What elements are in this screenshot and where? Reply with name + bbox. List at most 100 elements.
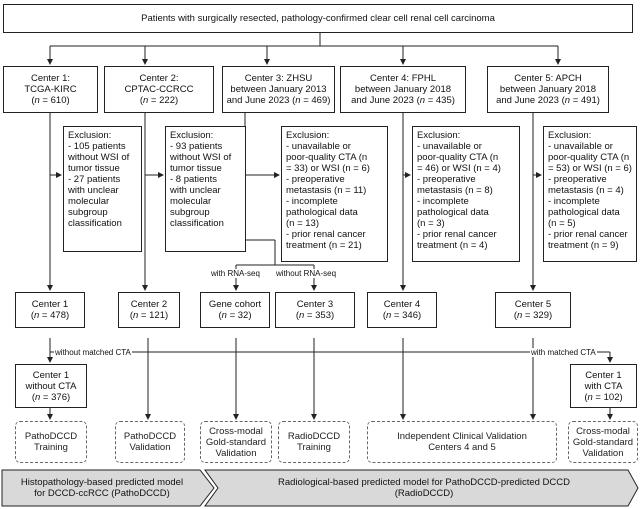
exclusion-line: - unavailable or (417, 141, 482, 152)
exclusion-line: (n = 13) (286, 218, 320, 229)
population-box: Patients with surgically resected, patho… (3, 4, 633, 33)
center-count: and June 2023 (n = 469) (226, 95, 331, 106)
cohort-box: Center 4 (n = 346) (367, 292, 437, 328)
cohort-count: (n = 478) (30, 310, 70, 321)
center-period: between January 2018 (499, 84, 597, 95)
band-pathodccd-text: Histopathology-based predicted model for… (20, 477, 184, 499)
outcome-line: Cross-modal (576, 425, 630, 437)
cohort-title: Center 2 (130, 299, 168, 310)
exclusion-line: - preoperative (286, 174, 345, 185)
exclusion-box: Exclusion: - unavailable or poor-quality… (412, 126, 520, 262)
outcome-line: Validation (215, 447, 257, 459)
center-title: Center 4: FPHL (370, 73, 436, 84)
center-box: Center 5: APCH between January 2018 and … (487, 66, 609, 113)
cohort-title: Center 3 (296, 299, 334, 310)
exclusion-box: Exclusion: - unavailable or poor-quality… (281, 126, 388, 262)
center-source: CPTAC-CCRCC (124, 84, 194, 95)
exclusion-line: metastasis (n = 8) (417, 185, 493, 196)
exclusion-line: Exclusion: (286, 130, 330, 141)
outcome-box: RadioDCCD Training (278, 421, 350, 463)
cohort-count: (n = 32) (218, 310, 252, 321)
center-title: Center 2: (139, 73, 179, 84)
exclusion-line: treatment (n = 21) (286, 240, 362, 251)
label-without-cta: without matched CTA (54, 348, 132, 357)
exclusion-line: - unavailable or (548, 141, 613, 152)
cohort-title: Center 1 (585, 369, 622, 381)
center-box: Center 2: CPTAC-CCRCC (n = 222) (104, 66, 214, 113)
outcome-line: Validation (129, 442, 171, 453)
exclusion-line: - 105 patients (68, 141, 126, 152)
outcome-line: PathoDCCD (123, 431, 177, 442)
cohort-count: (n = 376) (31, 391, 71, 403)
exclusion-line: without WSI of (170, 152, 232, 163)
cohort-count: (n = 329) (513, 310, 553, 321)
exclusion-line: subgroup (68, 207, 108, 218)
exclusion-line: pathological data (286, 207, 358, 218)
population-text: Patients with surgically resected, patho… (141, 13, 495, 24)
cohort-box: Center 2 (n = 121) (118, 292, 180, 328)
exclusion-line: classification (170, 218, 224, 229)
outcome-line: Gold-standard (205, 436, 267, 448)
outcome-line: Gold-standard (572, 436, 634, 448)
label-with-rnaseq: with RNA-seq (210, 269, 261, 278)
exclusion-line: pathological data (417, 207, 489, 218)
center-period: between January 2018 (354, 84, 452, 95)
cohort-count: (n = 353) (295, 310, 335, 321)
outcome-box: Independent Clinical Validation Centers … (367, 421, 557, 463)
outcome-line: Centers 4 and 5 (428, 442, 496, 453)
exclusion-line: = 53) or WSI (n = 6) (548, 163, 632, 174)
exclusion-line: tumor tissue (170, 163, 222, 174)
outcome-box: PathoDCCD Training (15, 421, 87, 463)
cohort-box: Center 3 (n = 353) (275, 292, 355, 328)
exclusion-line: poor-quality CTA (n (548, 152, 630, 163)
exclusion-box: Exclusion: - 93 patients without WSI of … (165, 126, 246, 252)
cohort-box: Center 1 without CTA (n = 376) (15, 364, 87, 408)
label-with-cta: with matched CTA (530, 348, 597, 357)
exclusion-line: - prior renal cancer (286, 229, 366, 240)
exclusion-box: Exclusion: - 105 patients without WSI of… (63, 126, 142, 252)
outcome-box: Cross-modal Gold-standard Validation (568, 421, 638, 463)
band-pathodccd (1, 469, 215, 507)
exclusion-line: - 93 patients (170, 141, 223, 152)
exclusion-line: - 27 patients (68, 174, 121, 185)
outcome-line: Training (34, 442, 68, 453)
outcome-line: Validation (582, 447, 624, 459)
exclusion-line: - prior renal cancer (548, 229, 628, 240)
exclusion-line: Exclusion: (548, 130, 592, 141)
exclusion-line: (n = 5) (548, 218, 576, 229)
center-box: Center 4: FPHL between January 2018 and … (340, 66, 466, 113)
exclusion-line: metastasis (n = 11) (286, 185, 367, 196)
cohort-title: Center 1 (32, 369, 70, 381)
exclusion-line: pathological data (548, 207, 620, 218)
cohort-subtitle: with CTA (584, 380, 623, 392)
cohort-box: Center 1 (n = 478) (15, 292, 85, 328)
exclusion-line: poor-quality CTA (n (286, 152, 368, 163)
center-title: Center 3: ZHSU (244, 73, 313, 84)
exclusion-line: treatment (n = 9) (548, 240, 619, 251)
exclusion-line: Exclusion: (170, 130, 214, 141)
band-radiodccd-text: Radiological-based predicted model for P… (278, 477, 570, 499)
cohort-subtitle: without CTA (25, 380, 77, 392)
cohort-box: Center 1 with CTA (n = 102) (570, 364, 637, 408)
outcome-line: Cross-modal (209, 425, 263, 437)
outcome-line: PathoDCCD (24, 431, 78, 442)
center-title: Center 1: (30, 73, 71, 84)
center-box: Center 3: ZHSU between January 2013 and … (222, 66, 335, 113)
cohort-count: (n = 121) (129, 310, 169, 321)
exclusion-line: Exclusion: (68, 130, 112, 141)
exclusion-line: - prior renal cancer (417, 229, 497, 240)
exclusion-line: = 46) or WSI (n = 4) (417, 163, 501, 174)
exclusion-line: treatment (n = 4) (417, 240, 488, 251)
exclusion-line: (n = 3) (417, 218, 445, 229)
exclusion-line: metastasis (n = 4) (548, 185, 624, 196)
exclusion-line: - preoperative (548, 174, 607, 185)
cohort-title: Center 1 (31, 299, 69, 310)
cohort-box: Center 5 (n = 329) (495, 292, 571, 328)
center-count: (n = 222) (139, 95, 179, 106)
exclusion-line: molecular (170, 196, 212, 207)
center-box: Center 1: TCGA-KIRC (n = 610) (3, 66, 98, 113)
cohort-title: Gene cohort (208, 299, 262, 310)
outcome-box: Cross-modal Gold-standard Validation (200, 421, 272, 463)
exclusion-line: without WSI of (68, 152, 130, 163)
